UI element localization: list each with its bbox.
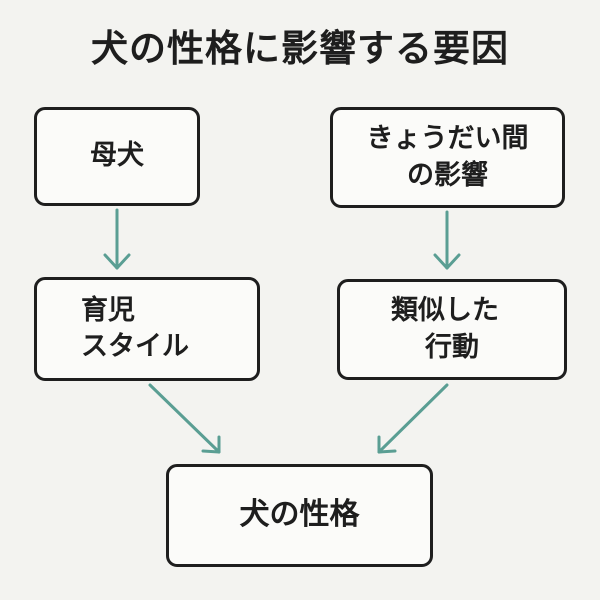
node-parenting-style-line2: スタイル (81, 331, 189, 362)
node-parenting-style: 育児 スタイル (34, 277, 260, 381)
node-parenting-style-line1: 育児 (81, 294, 135, 326)
node-similar-behavior: 類似した 行動 (337, 279, 567, 380)
node-mother-dog-label: 母犬 (90, 140, 144, 172)
arrow-parenting-to-personality (148, 383, 221, 454)
node-dog-personality-label: 犬の性格 (239, 497, 360, 533)
node-sibling-influence-line2: の影響 (407, 159, 488, 191)
node-dog-personality: 犬の性格 (166, 464, 433, 567)
node-mother-dog: 母犬 (34, 107, 200, 206)
node-sibling-influence: きょうだい間 の影響 (330, 107, 565, 208)
arrow-group (103, 208, 461, 454)
node-sibling-influence-line1: きょうだい間 (366, 123, 529, 155)
node-similar-behavior-line2: 行動 (425, 331, 479, 363)
diagram-title: 犬の性格に影響する要因 (91, 27, 509, 70)
arrow-mother-to-parenting (103, 208, 131, 270)
arrow-similar-to-personality (377, 383, 449, 454)
node-similar-behavior-line1: 類似した (391, 295, 499, 327)
arrow-siblings-to-similar (433, 210, 461, 270)
